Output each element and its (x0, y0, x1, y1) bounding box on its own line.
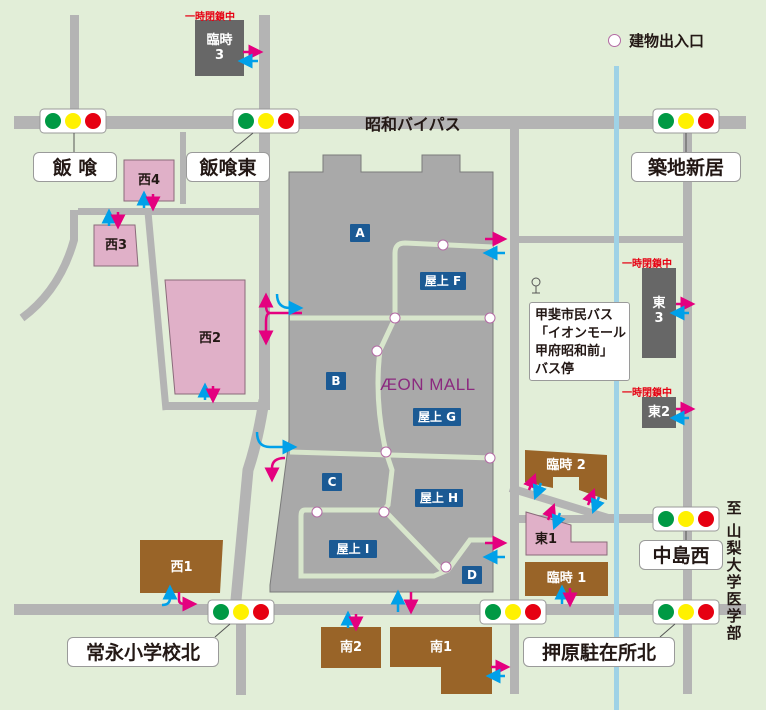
zone-rooftop-g[interactable]: 屋上 G (413, 408, 461, 426)
lot-label-line: 臨時 (206, 33, 233, 48)
closed-label-higashi2: 一時閉鎖中 (622, 388, 672, 399)
lot-nishi2[interactable] (164, 279, 246, 395)
lot-higashi2-label: 東2 (647, 405, 671, 420)
dir-char: 部 (726, 624, 742, 642)
dir-char: 大 (726, 556, 742, 574)
lot-minami2-label: 南2 (339, 640, 363, 655)
entrance-dot-icon (608, 34, 621, 47)
lot-higashi1[interactable] (525, 511, 608, 556)
bus-stop-info: 甲斐市民バス 「イオンモール 甲府昭和前」 バス停 (529, 302, 630, 381)
legend-label: 建物出入口 (629, 32, 705, 50)
intersection-iigui: 飯 喰 (33, 152, 117, 182)
zone-c[interactable]: C (322, 473, 342, 491)
traffic-signals (39, 108, 720, 625)
lot-nishi1[interactable] (140, 540, 223, 593)
lot-rinji2[interactable] (525, 450, 607, 500)
aeon-mall-logo: ÆON MALL (380, 375, 476, 394)
closed-label-higashi3: 一時閉鎖中 (622, 259, 672, 270)
lot-nishi3-label: 西3 (104, 238, 128, 253)
bus-stop-line: 甲府昭和前」 (535, 344, 614, 359)
lot-nishi1-label: 西1 (170, 560, 193, 575)
bus-stop-icon (531, 277, 541, 294)
intersection-oshihara-chuzaisho-kita: 押原駐在所北 (523, 637, 675, 667)
direction-note: 至 山 梨 大 学 医 学 部 (726, 500, 742, 642)
dir-char: 山 (726, 522, 742, 540)
lot-rinji1-label: 臨時 1 (546, 571, 587, 586)
bus-stop-line: 甲斐市民バス (535, 308, 614, 323)
dir-char: 至 (726, 499, 742, 517)
zone-a[interactable]: A (350, 224, 370, 242)
zone-rooftop-i[interactable]: 屋上 I (329, 540, 377, 558)
lot-nishi2-label: 西2 (198, 331, 222, 346)
zone-rooftop-f[interactable]: 屋上 F (420, 272, 466, 290)
zone-rooftop-h[interactable]: 屋上 H (415, 489, 463, 507)
lot-label-line: 3 (214, 48, 225, 63)
lot-rinji3-label: 臨時 3 (195, 33, 244, 63)
intersection-iigui-higashi: 飯喰東 (186, 152, 270, 182)
lot-higashi1-label: 東1 (534, 532, 558, 547)
leader-lines (73, 132, 687, 638)
lot-nishi4-label: 西4 (137, 173, 161, 188)
river (614, 66, 619, 710)
lot-minami2[interactable] (321, 627, 381, 668)
lot-label-line: 3 (654, 311, 664, 326)
intersection-tsukiji-arai: 築地新居 (631, 152, 741, 182)
lot-minami1-label: 南1 (429, 640, 453, 655)
lot-rinji3[interactable] (195, 20, 244, 76)
entry-exit-arrows (101, 44, 696, 684)
dir-char: 学 (726, 607, 742, 625)
walkways (289, 240, 494, 579)
dir-char: 梨 (726, 539, 742, 557)
lot-label-line: 東 (652, 296, 666, 311)
zone-d[interactable]: D (462, 566, 482, 584)
bus-stop-line: 「イオンモール (535, 326, 627, 341)
intersection-tsunenaga-sho-kita: 常永小学校北 (67, 637, 219, 667)
intersection-nakajima-nishi: 中島西 (639, 540, 723, 570)
lot-minami1[interactable] (390, 627, 492, 694)
entrance-markers (311, 239, 496, 573)
dir-char: 学 (726, 573, 742, 591)
main-road-name: 昭和バイパス (365, 115, 461, 134)
zone-b[interactable]: B (326, 372, 346, 390)
lot-higashi3-label: 東 3 (642, 296, 676, 326)
bus-stop-line: バス停 (535, 362, 575, 377)
closed-label-rinji3: 一時閉鎖中 (185, 12, 235, 23)
legend: 建物出入口 (608, 30, 704, 51)
dir-char: 医 (726, 590, 742, 608)
lot-rinji2-label: 臨時 2 (546, 458, 586, 473)
